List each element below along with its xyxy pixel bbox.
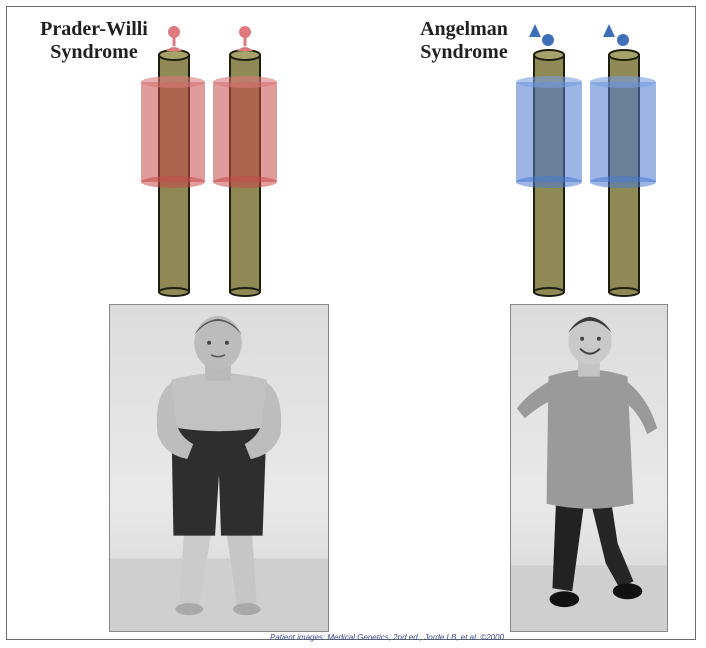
paternal-marker-icon xyxy=(237,26,253,51)
maternal-marker-icon xyxy=(603,24,629,46)
pws-imprinted-region-2 xyxy=(213,76,277,188)
maternal-marker-icon xyxy=(529,24,554,46)
pws-imprinted-region-1 xyxy=(141,76,205,188)
paternal-marker-icon xyxy=(166,26,182,51)
as-imprinted-region-2 xyxy=(590,76,656,188)
photo-child-angelman xyxy=(510,304,668,632)
chromosome-diagram xyxy=(0,0,706,300)
photo-child-prader-willi xyxy=(109,304,329,632)
as-imprinted-region-1 xyxy=(516,76,582,188)
image-credit: Patient images: Medical Genetics, 2nd ed… xyxy=(270,633,690,642)
